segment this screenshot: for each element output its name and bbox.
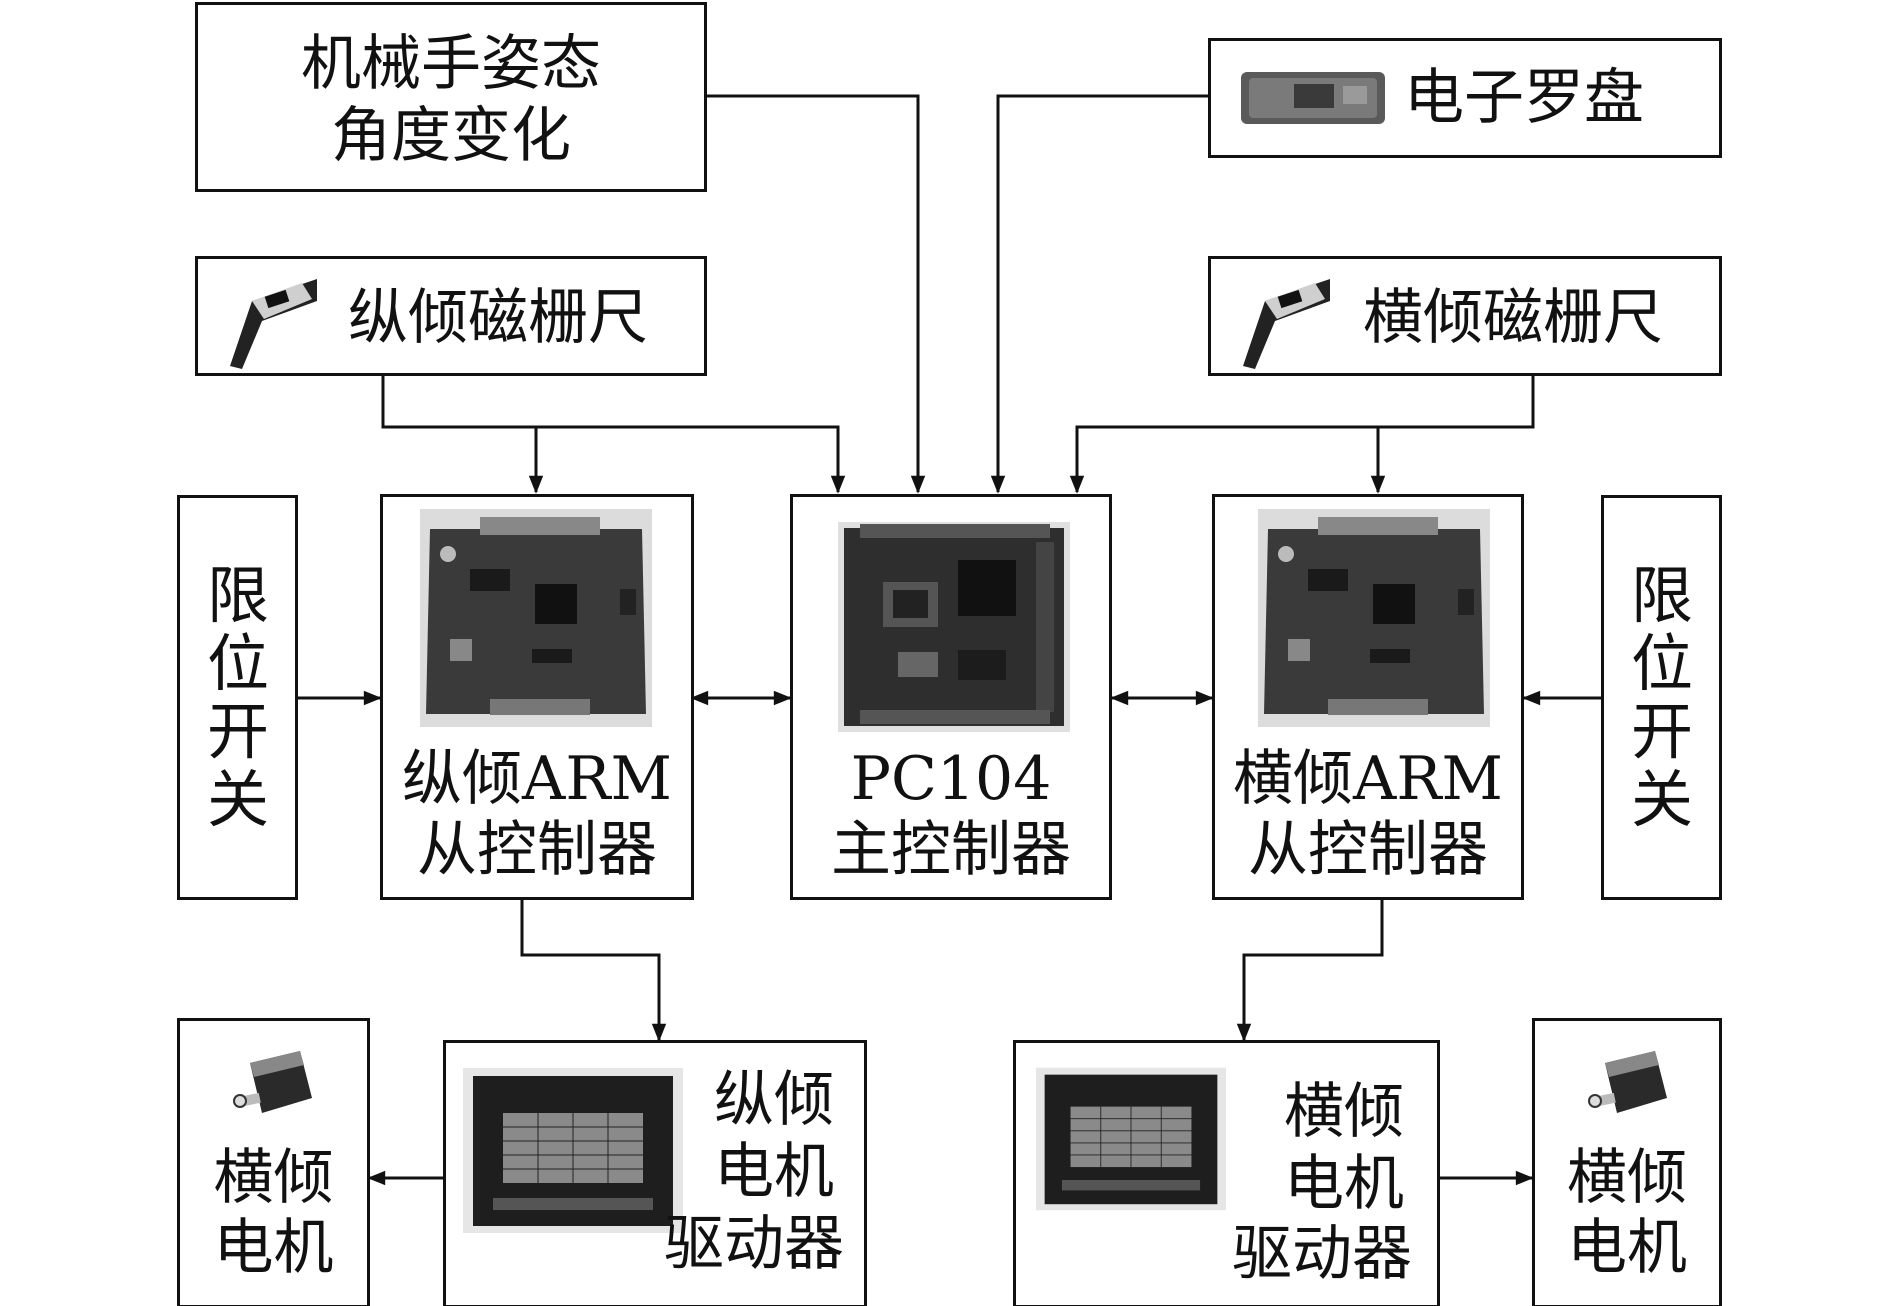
arm-pose-label-line1: 机械手姿态 bbox=[301, 29, 601, 99]
roll-driver-label-line2: 电机 bbox=[1284, 1149, 1404, 1219]
left-motor-label-line2: 电机 bbox=[213, 1213, 334, 1283]
roll-arm-label-line2: 从控制器 bbox=[1248, 815, 1488, 885]
line-compass-to-main bbox=[990, 94, 1208, 494]
pitch-driver-label-line1: 纵倾 bbox=[714, 1065, 834, 1135]
stepper-motor-image bbox=[233, 1051, 312, 1113]
left-motor-label-line1: 横倾 bbox=[213, 1143, 334, 1213]
electronic-compass-image bbox=[1241, 72, 1385, 124]
magnetic-scale-image bbox=[1243, 279, 1330, 369]
line-pitch-arm-to-driver bbox=[520, 898, 667, 1042]
line-roll-scale-split bbox=[1069, 374, 1535, 494]
arm-board-image bbox=[420, 509, 652, 727]
main-ctrl-label-line1: PC104 bbox=[850, 744, 1052, 814]
pitch-arm-label-line1: 纵倾ARM bbox=[402, 744, 672, 814]
pc104-board-image bbox=[838, 522, 1070, 732]
right-motor-box: 横倾 电机 bbox=[1532, 1018, 1722, 1306]
compass-label: 电子罗盘 bbox=[1404, 63, 1644, 133]
roll-scale-label: 横倾磁栅尺 bbox=[1363, 283, 1663, 353]
roll-arm-controller-box: 横倾ARM 从控制器 bbox=[1212, 494, 1524, 900]
compass-box: 电子罗盘 bbox=[1208, 38, 1722, 158]
roll-driver-label-line1: 横倾 bbox=[1284, 1077, 1404, 1147]
arm-pose-label-line2: 角度变化 bbox=[331, 101, 571, 171]
roll-motor-driver-box: 横倾 电机 驱动器 bbox=[1013, 1040, 1440, 1306]
pitch-driver-label-line3: 驱动器 bbox=[664, 1209, 844, 1279]
pitch-driver-label-line2: 电机 bbox=[714, 1137, 834, 1207]
right-limit-switch-box: 限位开关 bbox=[1601, 495, 1722, 900]
magnetic-scale-image bbox=[230, 279, 317, 369]
motor-driver-image bbox=[463, 1068, 683, 1233]
roll-arm-label-line1: 横倾ARM bbox=[1233, 744, 1503, 814]
arm-board-image bbox=[1258, 509, 1490, 727]
right-limit-switch-label: 限位开关 bbox=[1630, 559, 1693, 836]
pitch-arm-label-line2: 从控制器 bbox=[417, 815, 657, 885]
motor-driver-image bbox=[1036, 1067, 1226, 1211]
pitch-scale-label: 纵倾磁栅尺 bbox=[348, 283, 648, 353]
arm-pose-box: 机械手姿态 角度变化 bbox=[195, 2, 707, 192]
left-motor-box: 横倾 电机 bbox=[177, 1018, 370, 1306]
pitch-arm-controller-box: 纵倾ARM 从控制器 bbox=[380, 494, 694, 900]
roll-driver-label-line3: 驱动器 bbox=[1232, 1219, 1412, 1289]
line-pitch-scale-split bbox=[381, 374, 846, 494]
right-motor-label-line1: 横倾 bbox=[1567, 1143, 1687, 1213]
pitch-magnetic-scale-box: 纵倾磁栅尺 bbox=[195, 256, 707, 376]
main-ctrl-label-line2: 主控制器 bbox=[831, 815, 1071, 885]
pc104-main-controller-box: PC104 主控制器 bbox=[790, 494, 1112, 900]
right-motor-label-line2: 电机 bbox=[1567, 1213, 1687, 1283]
left-limit-switch-box: 限位开关 bbox=[177, 495, 298, 900]
pitch-motor-driver-box: 纵倾 电机 驱动器 bbox=[443, 1040, 867, 1306]
stepper-motor-image bbox=[1588, 1051, 1667, 1113]
roll-magnetic-scale-box: 横倾磁栅尺 bbox=[1208, 256, 1722, 376]
line-arm-pose-to-main bbox=[705, 94, 926, 494]
line-roll-arm-to-driver bbox=[1236, 898, 1384, 1042]
left-limit-switch-label: 限位开关 bbox=[206, 559, 269, 836]
